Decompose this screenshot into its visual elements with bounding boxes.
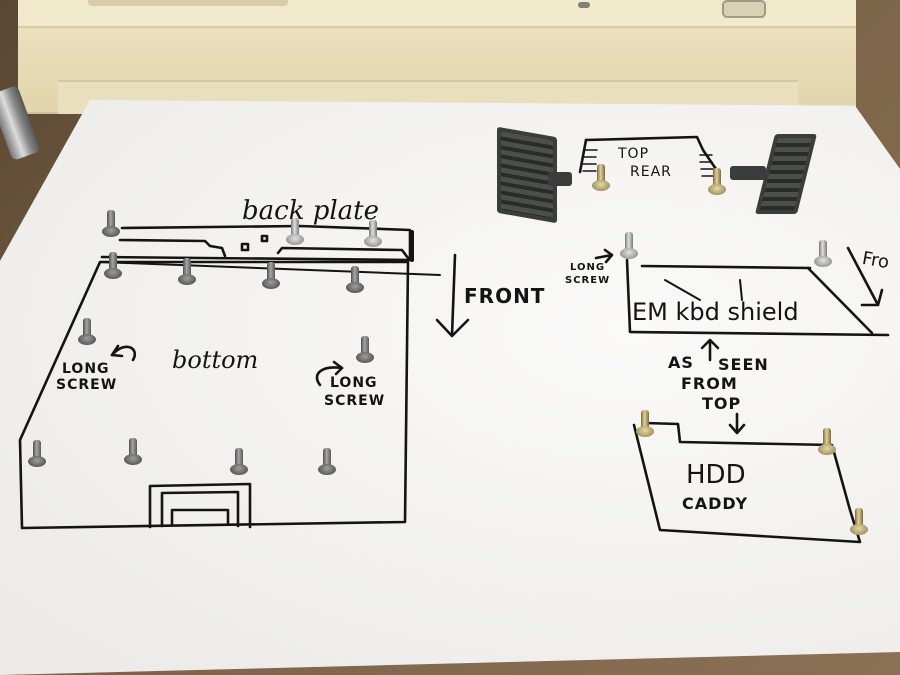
back-plate-label: back plate [242,196,380,226]
screw-back-plate-3 [364,220,382,248]
caddy-label: CADDY [682,494,749,513]
top-rear-line2: REAR [630,164,672,180]
kbd-long-screw-line1: LONG [570,262,606,273]
screw-bottom-2 [178,258,196,286]
front-label: FRONT [464,284,546,308]
long-screw-arrow-kbd [594,248,614,264]
eject-button [722,0,766,18]
screw-bottom-3 [262,262,280,290]
back-plate-inner-right [276,246,410,260]
screw-bottom-5 [28,440,46,468]
kbd-shield-outline [625,258,890,337]
as-seen-line1: AS [668,353,694,372]
as-seen-line3: FROM [681,374,738,393]
back-plate-outline [100,224,412,262]
back-plate-square-2 [260,234,269,243]
screw-hdd-2 [818,428,836,456]
port-slot [170,508,230,526]
hdd-caddy-outline [632,421,862,544]
power-led [578,2,590,8]
up-arrow [700,338,720,362]
front-arrow-head [435,318,470,338]
screw-hdd-1 [636,410,654,438]
long-screw-left-line1: LONG [62,361,110,377]
screw-top-rear-2 [708,168,726,196]
long-screw-right-line2: SCREW [324,393,386,409]
top-rear-outline [584,135,720,174]
back-plate-square [240,242,250,252]
front-arrow-right [846,246,884,307]
screw-bottom-1 [104,252,122,280]
paper-shading [0,100,900,675]
bottom-outline [18,260,410,530]
computer-case [18,0,856,114]
screw-back-plate-2 [286,218,304,246]
kbd-shield-label: EM kbd shield [632,298,799,326]
screw-bottom-long-right [356,336,374,364]
down-arrow [728,412,746,435]
front-arrow-shaft [450,253,457,337]
port-inner [160,490,240,528]
as-seen-line2: SEEN [718,355,769,374]
long-screw-left-line2: SCREW [56,377,118,393]
screw-bottom-long-left [78,318,96,346]
drive-slot [88,0,288,6]
screw-hdd-3 [850,508,868,536]
screw-bottom-6 [124,438,142,466]
long-screw-right-line1: LONG [330,375,378,391]
kbd-long-screw-line2: SCREW [565,275,611,286]
port-outer [148,482,252,529]
screw-kbd-right [814,240,832,268]
screw-bottom-7 [230,448,248,476]
clip-tab-right [730,166,766,180]
bottom-label: bottom [172,346,259,374]
screw-kbd-long [620,232,638,260]
top-rear-line1: TOP [618,146,650,162]
screw-bottom-4 [346,266,364,294]
kbd-front-partial: Fro [860,247,891,274]
back-plate-inner-left [118,238,227,258]
screw-top-rear-1 [592,164,610,192]
clip-tab-left [548,172,572,186]
as-seen-line4: TOP [702,394,742,413]
hdd-label: HDD [686,460,746,490]
long-screw-arrow-right [315,366,344,387]
screw-back-plate-1 [102,210,120,238]
screw-bottom-8 [318,448,336,476]
